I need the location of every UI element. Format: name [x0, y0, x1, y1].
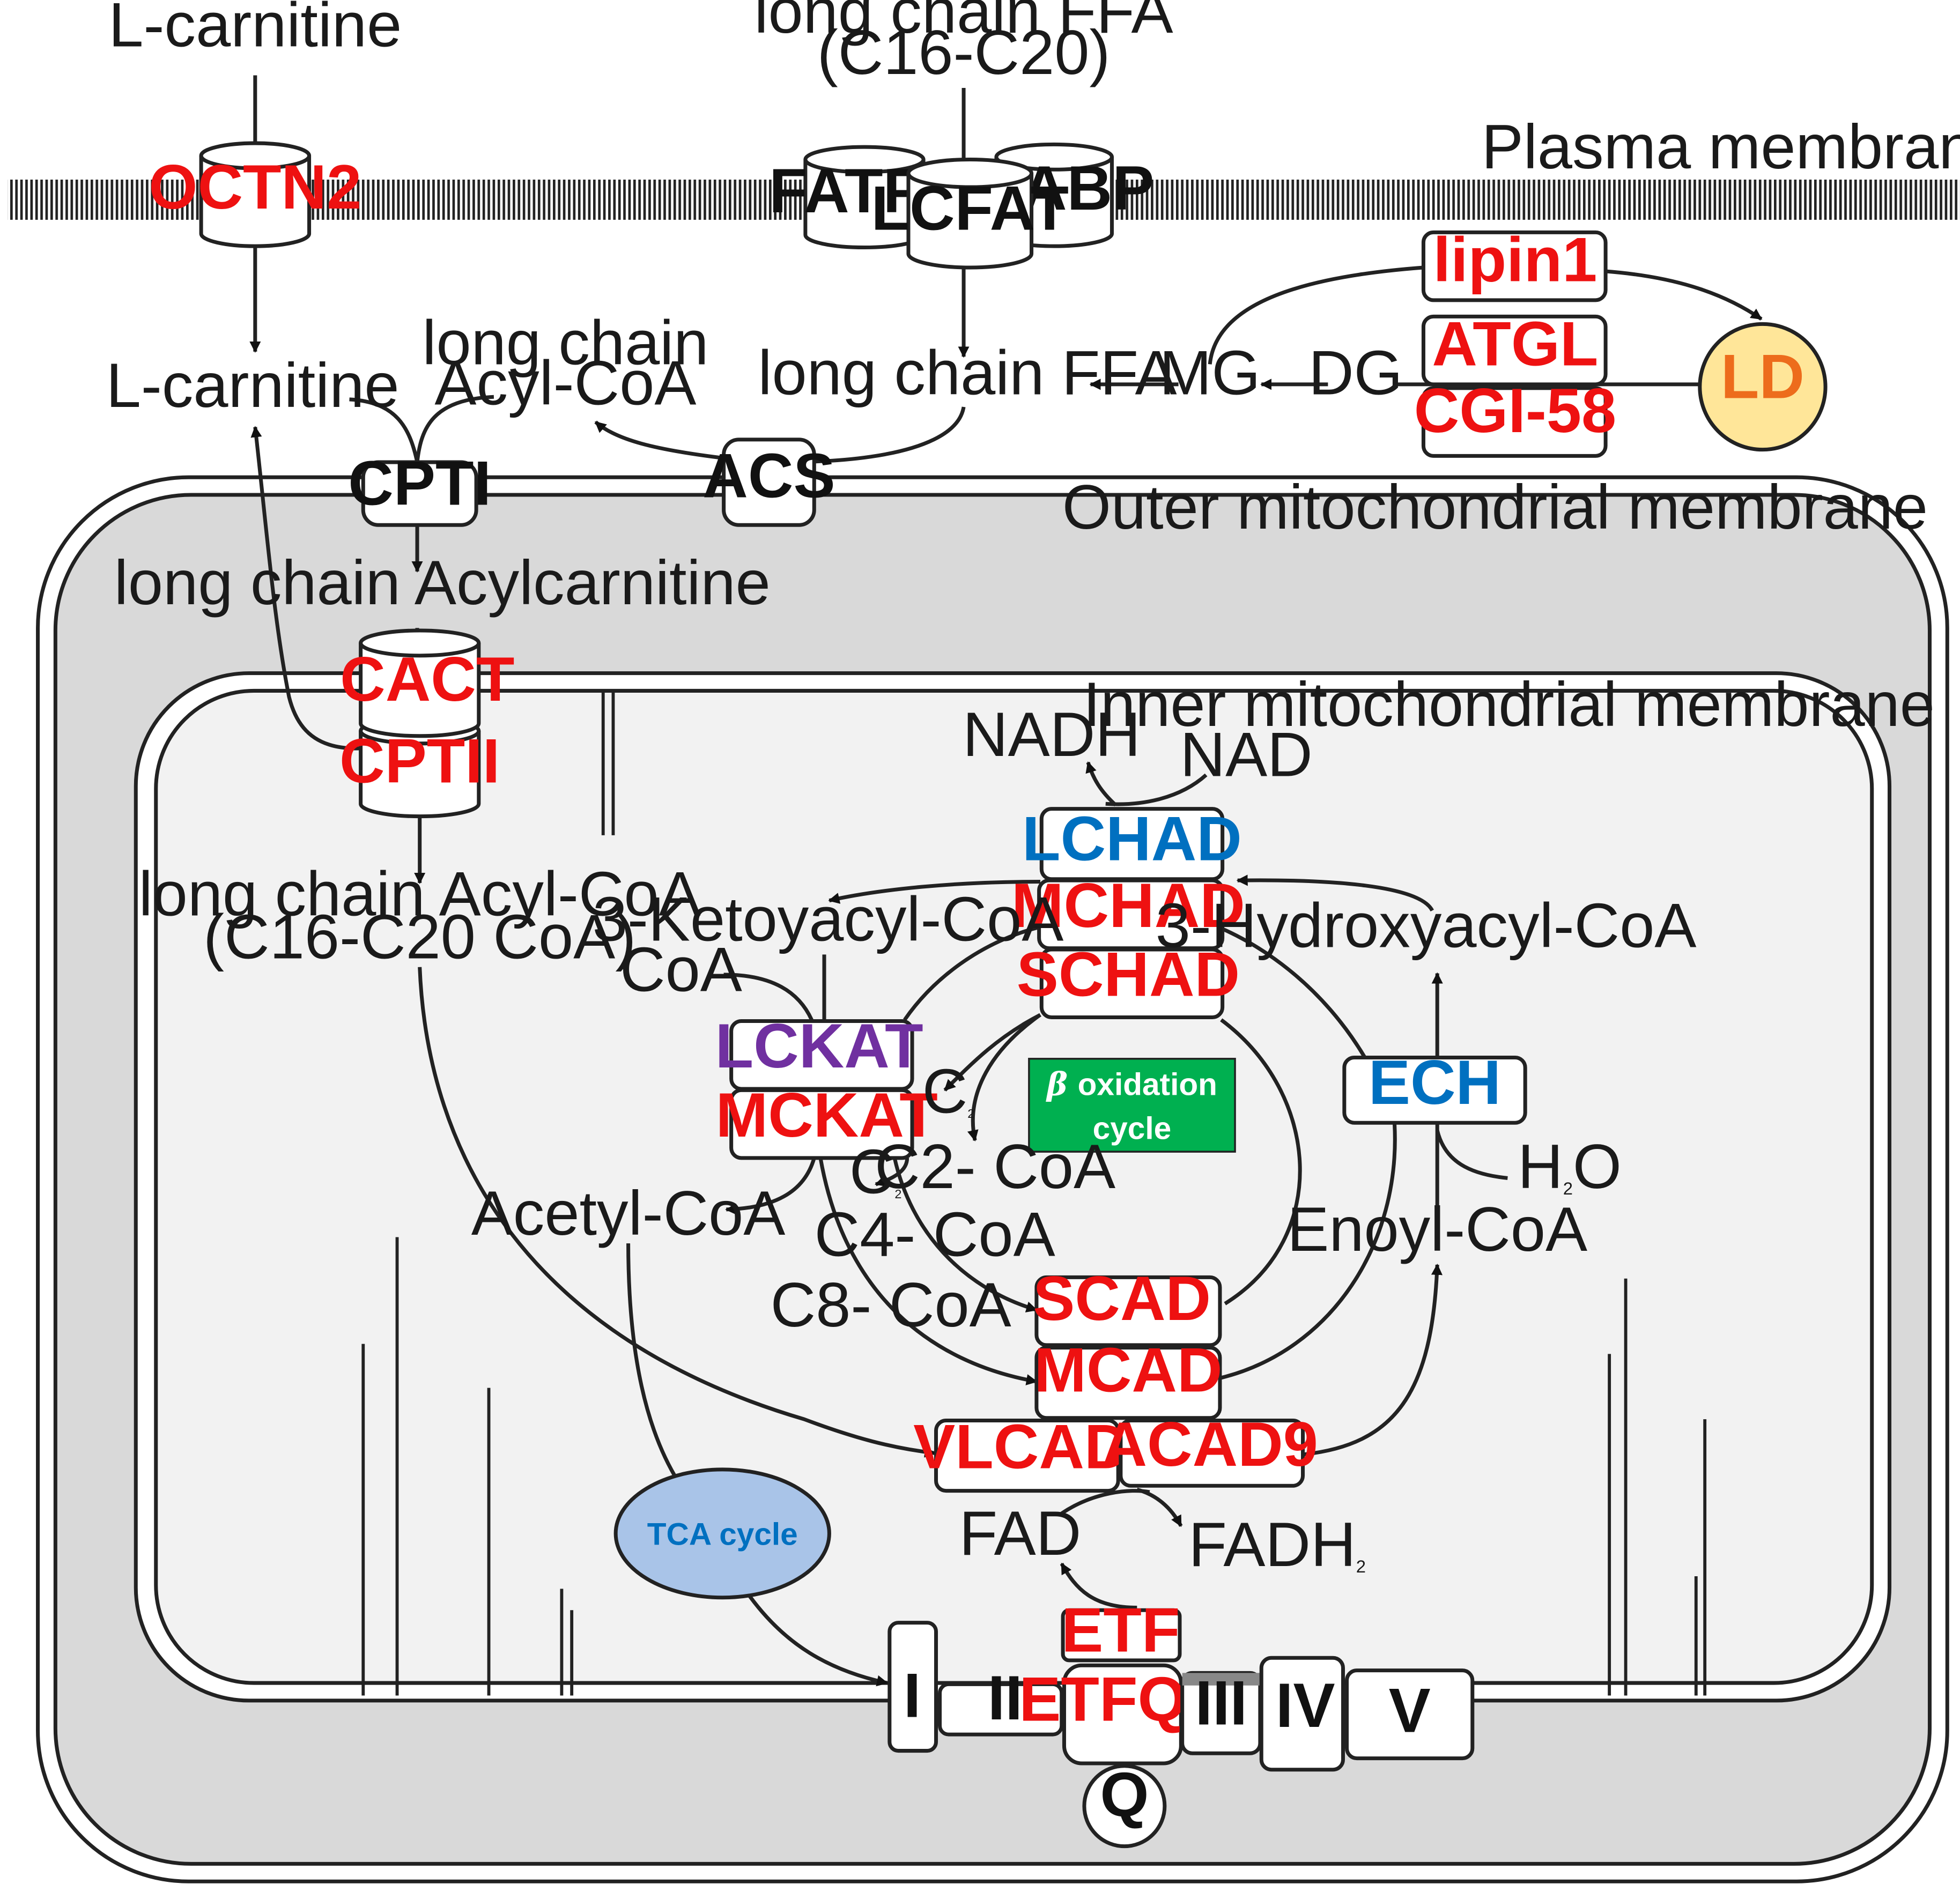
scad-box: [1034, 1275, 1222, 1347]
plasma-membrane-label: Plasma membrane: [1482, 112, 1960, 182]
atgl-box: [1421, 314, 1608, 387]
cact-label: CACT: [340, 644, 514, 714]
lipin1-box: [1421, 230, 1608, 302]
lckat-label: LCKAT: [715, 1011, 923, 1081]
acetyl-coa-label: Acetyl-CoA: [471, 1178, 786, 1248]
acs-label: ACS: [702, 441, 835, 511]
beta-symbol: β: [1046, 1066, 1068, 1103]
acyl-coa-line2: Acyl-CoA: [434, 347, 696, 418]
mg-label: MG: [1159, 338, 1261, 408]
fadh2-label: FADH2: [1188, 1509, 1366, 1579]
tca-cycle-label: TCA cycle: [647, 1517, 798, 1552]
tca-cycle: [613, 1467, 831, 1600]
cgi58-label: CGI-58: [1414, 375, 1616, 446]
cpt1-label: CPTI: [348, 448, 491, 518]
cact-transporter: CACT: [340, 628, 514, 738]
complex-1-label: I: [904, 1660, 921, 1730]
complex-4-box: [1259, 1656, 1345, 1772]
mchad-label: MCHAD: [1011, 870, 1245, 940]
complex-3-shade: [1182, 1673, 1260, 1686]
h2o-sub: 2: [1563, 1178, 1573, 1198]
h2o-h: H: [1518, 1131, 1563, 1201]
beta-oxidation-word: oxidation: [1078, 1067, 1217, 1102]
acad9-label: ACAD9: [1101, 1409, 1318, 1479]
c2-upper-c: C: [922, 1056, 968, 1126]
ech-box: [1342, 1055, 1527, 1125]
mckat-label: MCKAT: [716, 1080, 938, 1150]
connectors: [249, 75, 1763, 1687]
complex-5-box: [1345, 1668, 1475, 1761]
complex-2-box: [938, 1682, 1064, 1737]
ech-label: ECH: [1369, 1047, 1501, 1117]
metabolite-labels: L-carnitine long chain FFA (C16-C20) L-c…: [106, 0, 1697, 1579]
coa-label: CoA: [620, 934, 742, 1004]
beta-oxidation-box: [1028, 1058, 1236, 1153]
ffa-top-line1: long chain FFA: [754, 0, 1173, 46]
acylcarnitine-label: long chain Acylcarnitine: [114, 547, 771, 618]
inner-membrane-label: Inner mitochondrial membrane: [1083, 669, 1935, 739]
c2-lower: C2: [849, 1136, 902, 1206]
schad-box: [1039, 947, 1225, 1020]
lipin1-label: lipin1: [1433, 225, 1597, 295]
acyl-coa-inner-line2: (C16-C20 CoA): [203, 901, 636, 971]
ffa-mid: long chain FFA: [758, 338, 1177, 408]
mcad-label: MCAD: [1034, 1335, 1222, 1405]
fadh2-sub: 2: [1356, 1556, 1366, 1576]
fadh2-main: FADH: [1188, 1509, 1356, 1579]
etf-box: [1061, 1608, 1182, 1663]
octn2-transporter: OCTN2: [149, 141, 361, 248]
q-circle: [1082, 1764, 1167, 1849]
enoyl-coa-label: Enoyl-CoA: [1287, 1194, 1587, 1264]
dg-label: DG: [1308, 338, 1403, 408]
c2-coa-label: C2- CoA: [875, 1131, 1115, 1201]
c2-upper-sub: 2: [967, 1107, 974, 1121]
mcad-box: [1034, 1346, 1222, 1420]
cpt1-box: [361, 460, 478, 527]
vlcad-box: [934, 1418, 1120, 1493]
lcfat-transporter: LCFAT: [871, 157, 1069, 270]
octn2-label: OCTN2: [149, 152, 361, 222]
outer-membrane-label: Outer mitochondrial membrane: [1062, 472, 1928, 542]
acyl-coa-inner-line1: long chain Acyl-CoA: [139, 859, 701, 929]
lchad-label: LCHAD: [1022, 804, 1242, 874]
complex-3-label: III: [1195, 1667, 1247, 1738]
etf-label: ETF: [1061, 1595, 1180, 1665]
c8-coa-label: C8- CoA: [771, 1270, 1011, 1340]
l-carnitine-top: L-carnitine: [108, 0, 402, 60]
complex-1-box: [887, 1621, 938, 1753]
acyl-coa-line1: long chain: [422, 307, 708, 377]
ld-label: LD: [1721, 342, 1804, 412]
acs-box: [722, 437, 816, 527]
mckat-box: [729, 1088, 914, 1160]
q-label: Q: [1100, 1759, 1149, 1829]
c2-lower-c: C: [849, 1136, 895, 1206]
h2o-label: H2O: [1518, 1131, 1622, 1201]
schad-label: SCHAD: [1017, 939, 1240, 1010]
acad9-box: [1119, 1418, 1305, 1488]
ffa-top-line2: (C16-C20): [817, 17, 1111, 87]
lipid-droplet: [1698, 322, 1828, 452]
nad-label: NAD: [1180, 719, 1312, 790]
nadh-label: NADH: [963, 699, 1141, 769]
c2-upper: C2: [922, 1056, 975, 1126]
l-carnitine-mid: L-carnitine: [106, 350, 400, 420]
cristae: [361, 691, 1707, 1696]
cgi58-box: [1421, 386, 1608, 458]
ketoacyl-label: 3-Ketoyacyl-CoA: [593, 884, 1064, 954]
atgl-label: ATGL: [1432, 309, 1598, 379]
scad-label: SCAD: [1033, 1263, 1211, 1333]
c4-coa-label: C4- CoA: [815, 1199, 1055, 1270]
complex-2-label: II: [988, 1663, 1023, 1733]
lcfat-label: LCFAT: [871, 173, 1069, 243]
beta-oxidation-line1: β oxidation: [1046, 1066, 1217, 1103]
h2o-o: O: [1573, 1131, 1622, 1201]
vlcad-label: VLCAD: [913, 1411, 1129, 1481]
fad-label: FAD: [959, 1498, 1082, 1568]
c2-lower-sub: 2: [894, 1187, 901, 1201]
complex-5-label: V: [1389, 1675, 1431, 1745]
complex-4-label: IV: [1276, 1670, 1335, 1740]
beta-oxidation-line2: cycle: [1093, 1111, 1172, 1146]
hydroxyacyl-label: 3-Hydroxyacyl-CoA: [1156, 890, 1697, 960]
